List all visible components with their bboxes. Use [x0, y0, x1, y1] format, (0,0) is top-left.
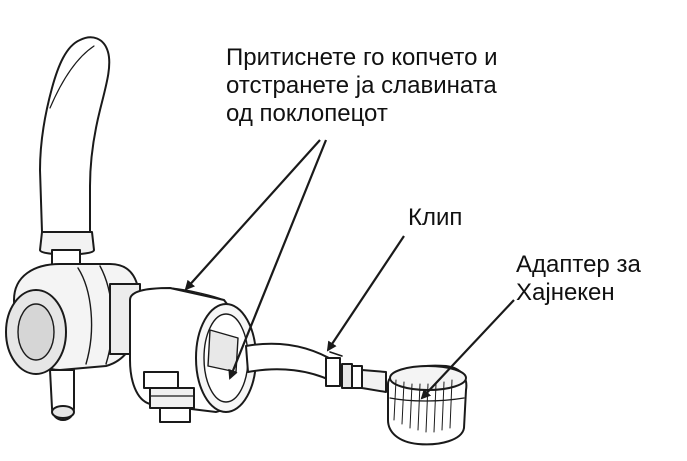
release-button	[143, 371, 179, 389]
clip-label: Клип	[408, 204, 463, 231]
arrow-to-cap	[184, 139, 321, 291]
heineken-adapter	[387, 364, 468, 446]
hose	[245, 342, 337, 383]
instruction-line-2: отстранете ја славината	[226, 72, 497, 99]
press-button-instruction: Притиснете го копчето и отстранете ја сл…	[226, 44, 498, 128]
arrow-to-clip	[326, 235, 405, 352]
instruction-line-3: од поклопецот	[226, 100, 388, 127]
tap-handle	[39, 36, 111, 233]
arrow-to-adapter	[420, 299, 515, 400]
instruction-line-1: Притиснете го копчето и	[226, 44, 498, 71]
arrow-to-button	[228, 139, 328, 380]
adapter-label: Адаптер за Хајнекен	[516, 251, 641, 307]
clip	[325, 351, 363, 389]
adapter-label-line-1: Адаптер за	[516, 251, 641, 278]
adapter-label-line-2: Хајнекен	[516, 279, 615, 306]
